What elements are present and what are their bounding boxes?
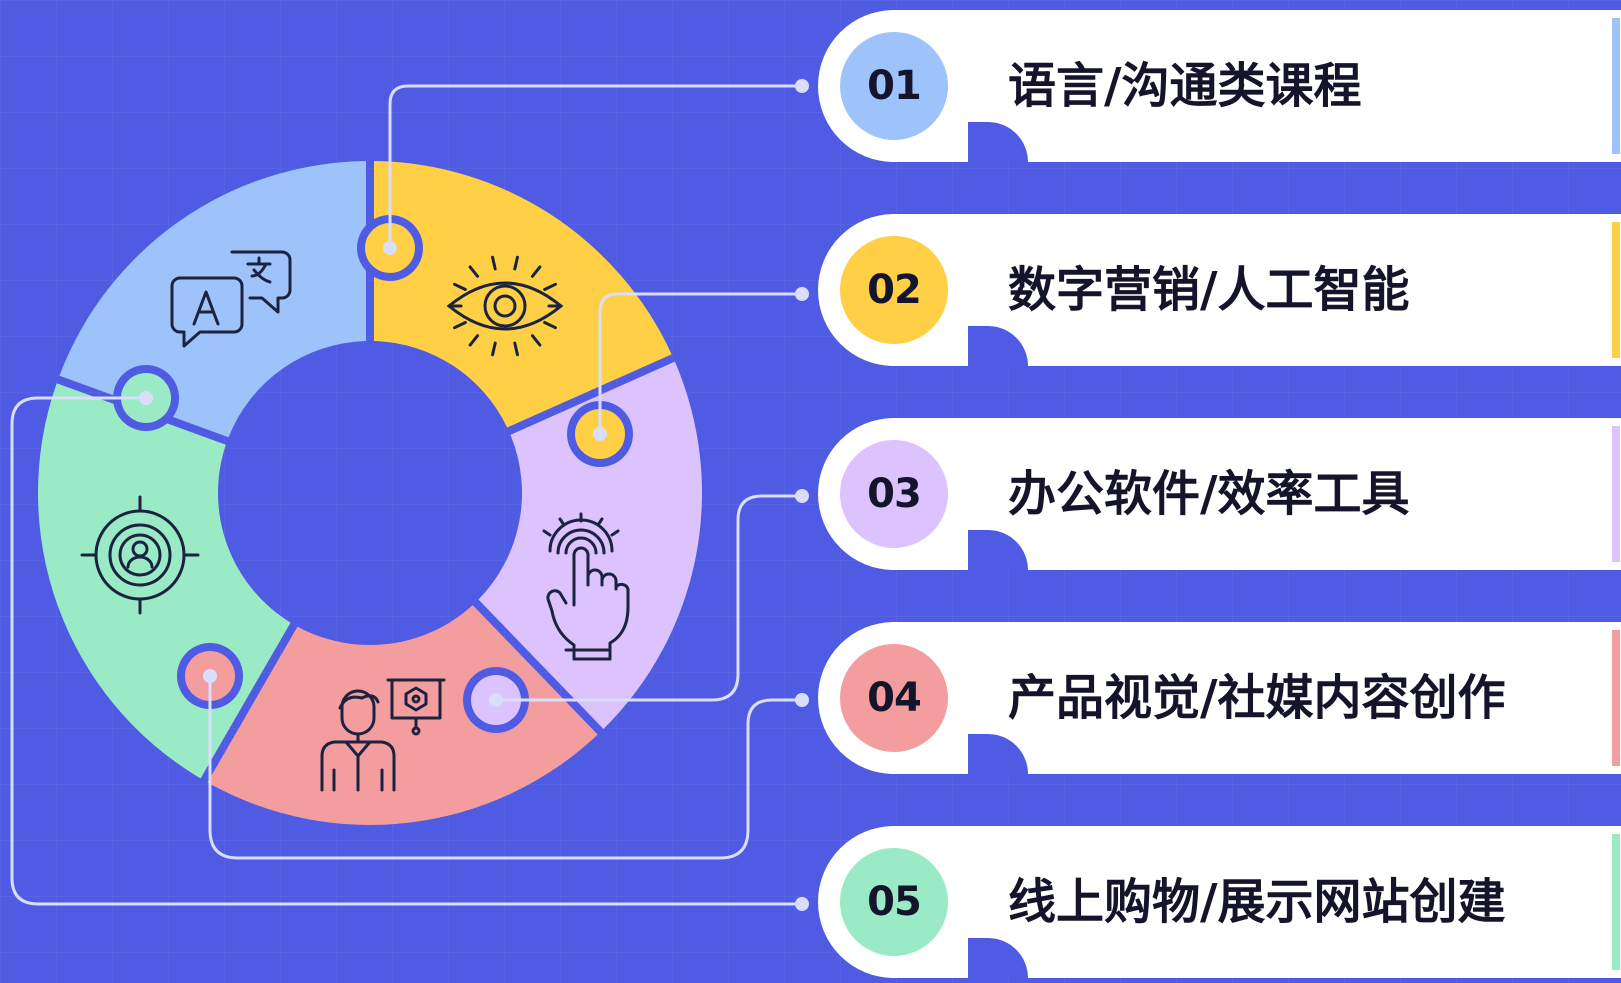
presenter-icon — [320, 678, 446, 792]
touch-icon — [542, 512, 630, 661]
number-badge: 03 — [840, 440, 948, 548]
category-label: 线上购物/展示网站创建 — [1008, 874, 1506, 930]
accent-stripe — [1612, 834, 1620, 970]
connector-dot — [795, 489, 809, 503]
target-user-icon — [80, 495, 200, 615]
ring-segment — [207, 605, 598, 826]
connector-line — [598, 292, 802, 434]
eye-icon — [446, 255, 564, 357]
number-badge: 05 — [840, 848, 948, 956]
accent-stripe — [1612, 18, 1620, 154]
connector-lines — [10, 79, 809, 911]
connector-dot — [795, 897, 809, 911]
connector-dot — [203, 669, 217, 683]
connector-line — [496, 494, 802, 702]
category-label: 数字营销/人工智能 — [1008, 262, 1410, 318]
connector-dot — [139, 391, 153, 405]
connector-dot — [795, 79, 809, 93]
category-card-04: 04 产品视觉/社媒内容创作 — [818, 622, 1621, 774]
connector-dot — [795, 693, 809, 707]
puzzle-ring-diagram — [10, 79, 809, 911]
connector-line — [10, 396, 802, 906]
ring-segment — [59, 161, 367, 438]
connector-dot — [593, 427, 607, 441]
number-badge: 02 — [840, 236, 948, 344]
connector-dot — [795, 287, 809, 301]
category-label: 产品视觉/社媒内容创作 — [1008, 670, 1506, 726]
connector-dot — [383, 241, 397, 255]
accent-stripe — [1612, 630, 1620, 766]
category-card-02: 02 数字营销/人工智能 — [818, 214, 1621, 366]
category-card-05: 05 线上购物/展示网站创建 — [818, 826, 1621, 978]
puzzle-ring — [37, 161, 702, 826]
number-badge: 01 — [840, 32, 948, 140]
category-label: 语言/沟通类课程 — [1008, 58, 1362, 114]
category-label: 办公软件/效率工具 — [1008, 466, 1410, 522]
category-card-03: 03 办公软件/效率工具 — [818, 418, 1621, 570]
connector-line — [208, 676, 802, 860]
translate-icon — [170, 250, 292, 348]
category-card-01: 01 语言/沟通类课程 — [818, 10, 1621, 162]
ring-segment — [478, 361, 702, 730]
accent-stripe — [1612, 426, 1620, 562]
accent-stripe — [1612, 222, 1620, 358]
connector-line — [388, 84, 802, 248]
connector-dot — [489, 693, 503, 707]
number-badge: 04 — [840, 644, 948, 752]
